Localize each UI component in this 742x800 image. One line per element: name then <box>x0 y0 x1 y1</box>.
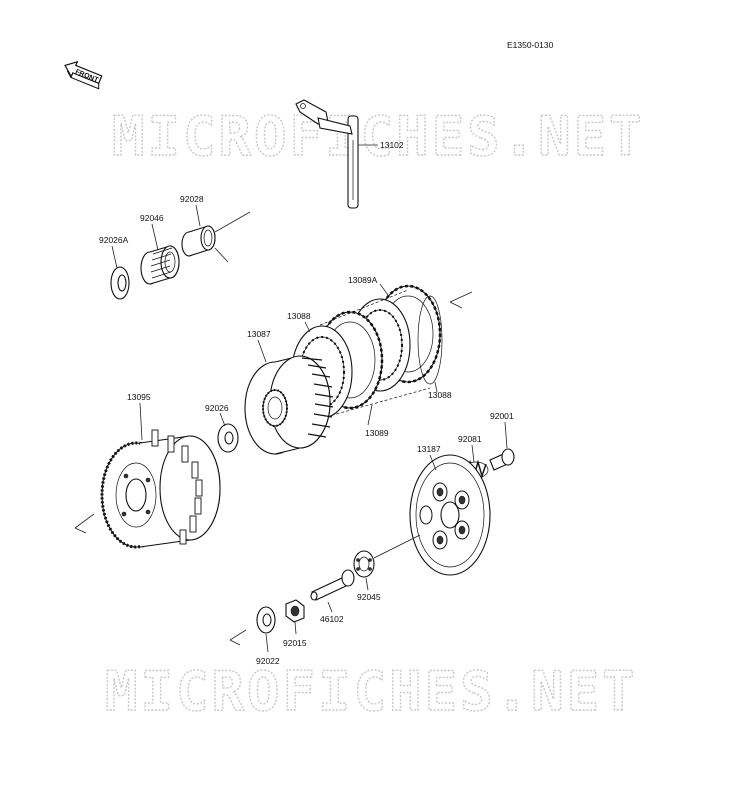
label-92081: 92081 <box>458 434 482 444</box>
label-13089A: 13089A <box>348 275 378 285</box>
label-92046: 92046 <box>140 213 164 223</box>
label-92001: 92001 <box>490 411 514 421</box>
watermark-bottom: MICROFICHES.NET <box>105 660 638 723</box>
part-46102-pushrod <box>310 569 355 613</box>
label-13102: 13102 <box>380 140 404 150</box>
part-92046-needle-bearing <box>140 223 180 285</box>
alignment-lines <box>319 289 431 419</box>
diagram-code: E1350-0130 <box>507 40 554 50</box>
label-13095: 13095 <box>127 392 151 402</box>
label-13088-right: 13088 <box>428 390 452 400</box>
part-92001-bolt <box>489 421 515 471</box>
label-92022: 92022 <box>256 656 280 666</box>
front-arrow-icon: FRONT <box>64 60 103 90</box>
label-13088-left: 13088 <box>287 311 311 321</box>
part-92026-washer <box>217 412 239 453</box>
part-92026A-washer <box>110 245 130 300</box>
label-92026: 92026 <box>205 403 229 413</box>
watermark-top: MICROFICHES.NET <box>112 105 645 168</box>
label-13087: 13087 <box>247 329 271 339</box>
part-13087-clutch-hub <box>244 339 334 455</box>
label-92026A: 92026A <box>99 235 129 245</box>
part-13102-shaft <box>295 99 378 209</box>
part-92028-bushing <box>181 204 216 257</box>
part-13187-pressure-plate <box>409 454 491 576</box>
label-46102: 46102 <box>320 614 344 624</box>
part-13095-clutch-housing <box>100 402 221 549</box>
part-92022-washer <box>256 606 276 653</box>
label-92015: 92015 <box>283 638 307 648</box>
label-13187: 13187 <box>417 444 441 454</box>
part-92045-bearing <box>353 534 421 591</box>
part-13088-outer-plate <box>417 295 443 393</box>
label-92045: 92045 <box>357 592 381 602</box>
label-13089: 13089 <box>365 428 389 438</box>
label-92028: 92028 <box>180 194 204 204</box>
part-92015-nut <box>285 599 305 635</box>
